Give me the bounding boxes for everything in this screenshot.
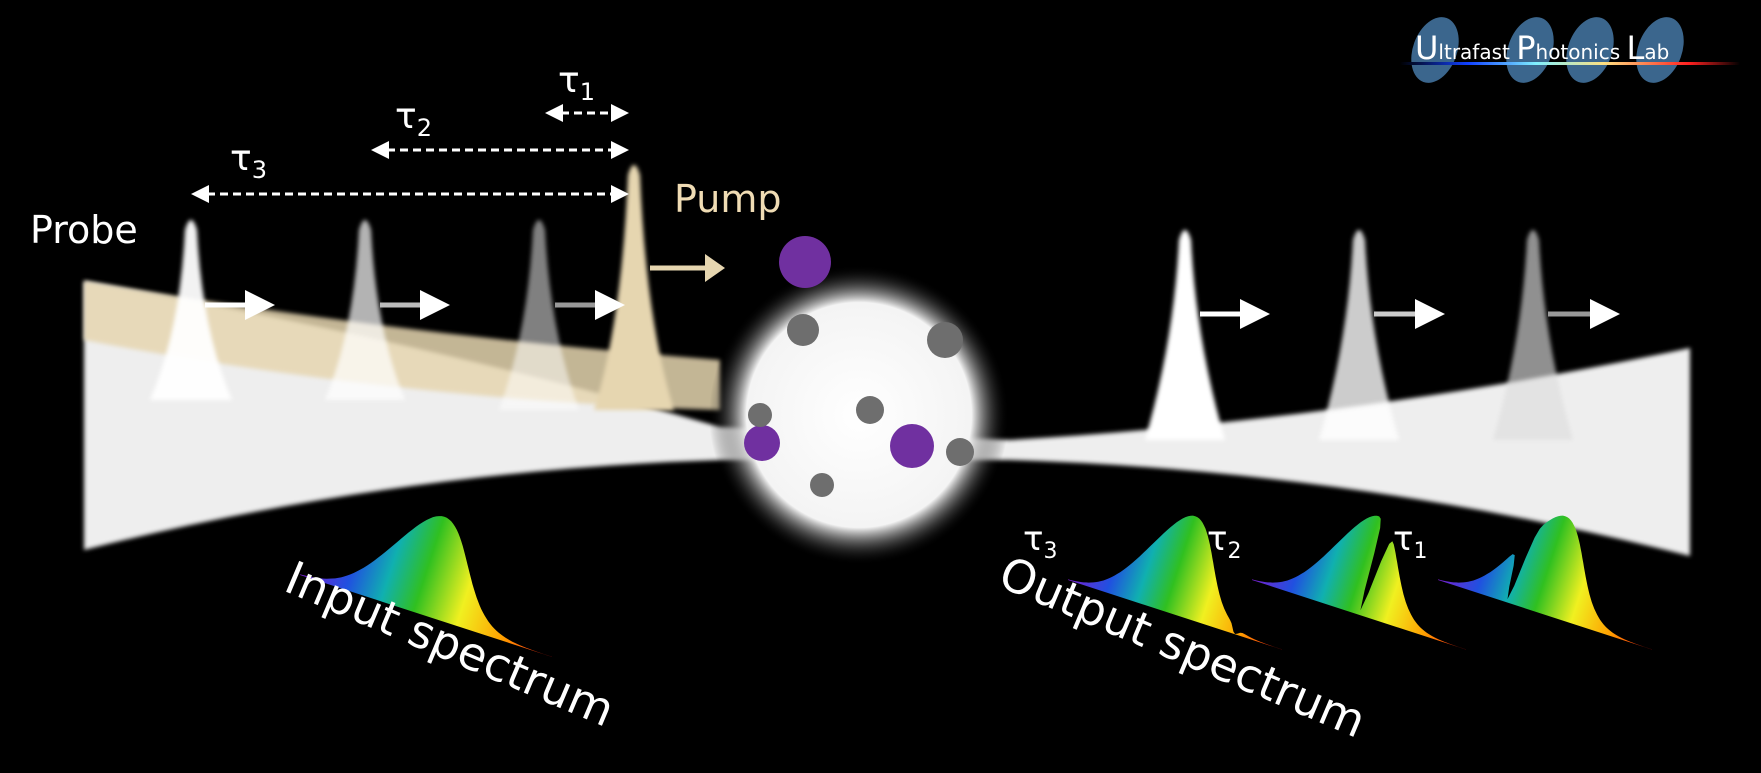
propagation-arrows — [205, 254, 1620, 329]
probe-pulse — [325, 220, 405, 400]
probe-pulses-output — [1145, 230, 1573, 440]
spectrum-delay-label: τ1 — [1393, 519, 1427, 564]
particle-grey — [946, 438, 974, 466]
output-spectrum-curve — [1438, 515, 1653, 650]
probe-pulse — [150, 220, 232, 400]
spectrum-curve — [1438, 515, 1653, 650]
output-spectrum-curve — [1252, 515, 1467, 650]
spectrum-delay-label: τ2 — [1207, 519, 1241, 564]
tau1-label: τ1 — [558, 60, 595, 106]
output-spectrum-curve — [1068, 515, 1283, 650]
probe-label: Probe — [30, 208, 138, 252]
particle-purple — [890, 424, 934, 468]
particle-grey — [927, 322, 963, 358]
probe-pulse — [1145, 230, 1225, 440]
probe-pulse — [499, 220, 579, 410]
particle-grey — [856, 396, 884, 424]
tau3-label: τ3 — [230, 138, 267, 184]
spectra: τ3 τ2 τ1 — [300, 515, 1653, 657]
pump-label: Pump — [674, 177, 781, 221]
particle-grey — [748, 403, 772, 427]
particle-grey — [787, 314, 819, 346]
spectrum-curve — [1252, 515, 1467, 650]
particle-purple — [779, 236, 831, 288]
spectrum-delay-label: τ3 — [1023, 519, 1057, 564]
tau2-label: τ2 — [395, 96, 432, 142]
lab-logo: Ultrafast Photonics Lab — [1400, 17, 1740, 83]
probe-pulse — [1319, 230, 1399, 440]
input-spectrum-curve — [300, 516, 553, 657]
probe-pulses-input — [150, 165, 674, 410]
particle-purple — [744, 425, 780, 461]
logo-text: Ultrafast Photonics Lab — [1415, 29, 1669, 67]
probe-pulse — [1493, 230, 1573, 440]
spectrum-curve — [1068, 515, 1283, 650]
pump-pulse — [594, 165, 674, 410]
pump-arrow-head — [705, 254, 725, 282]
particle-grey — [810, 473, 834, 497]
delay-arrows — [191, 104, 629, 203]
particles — [744, 236, 974, 497]
spectrum-curve — [300, 516, 553, 657]
